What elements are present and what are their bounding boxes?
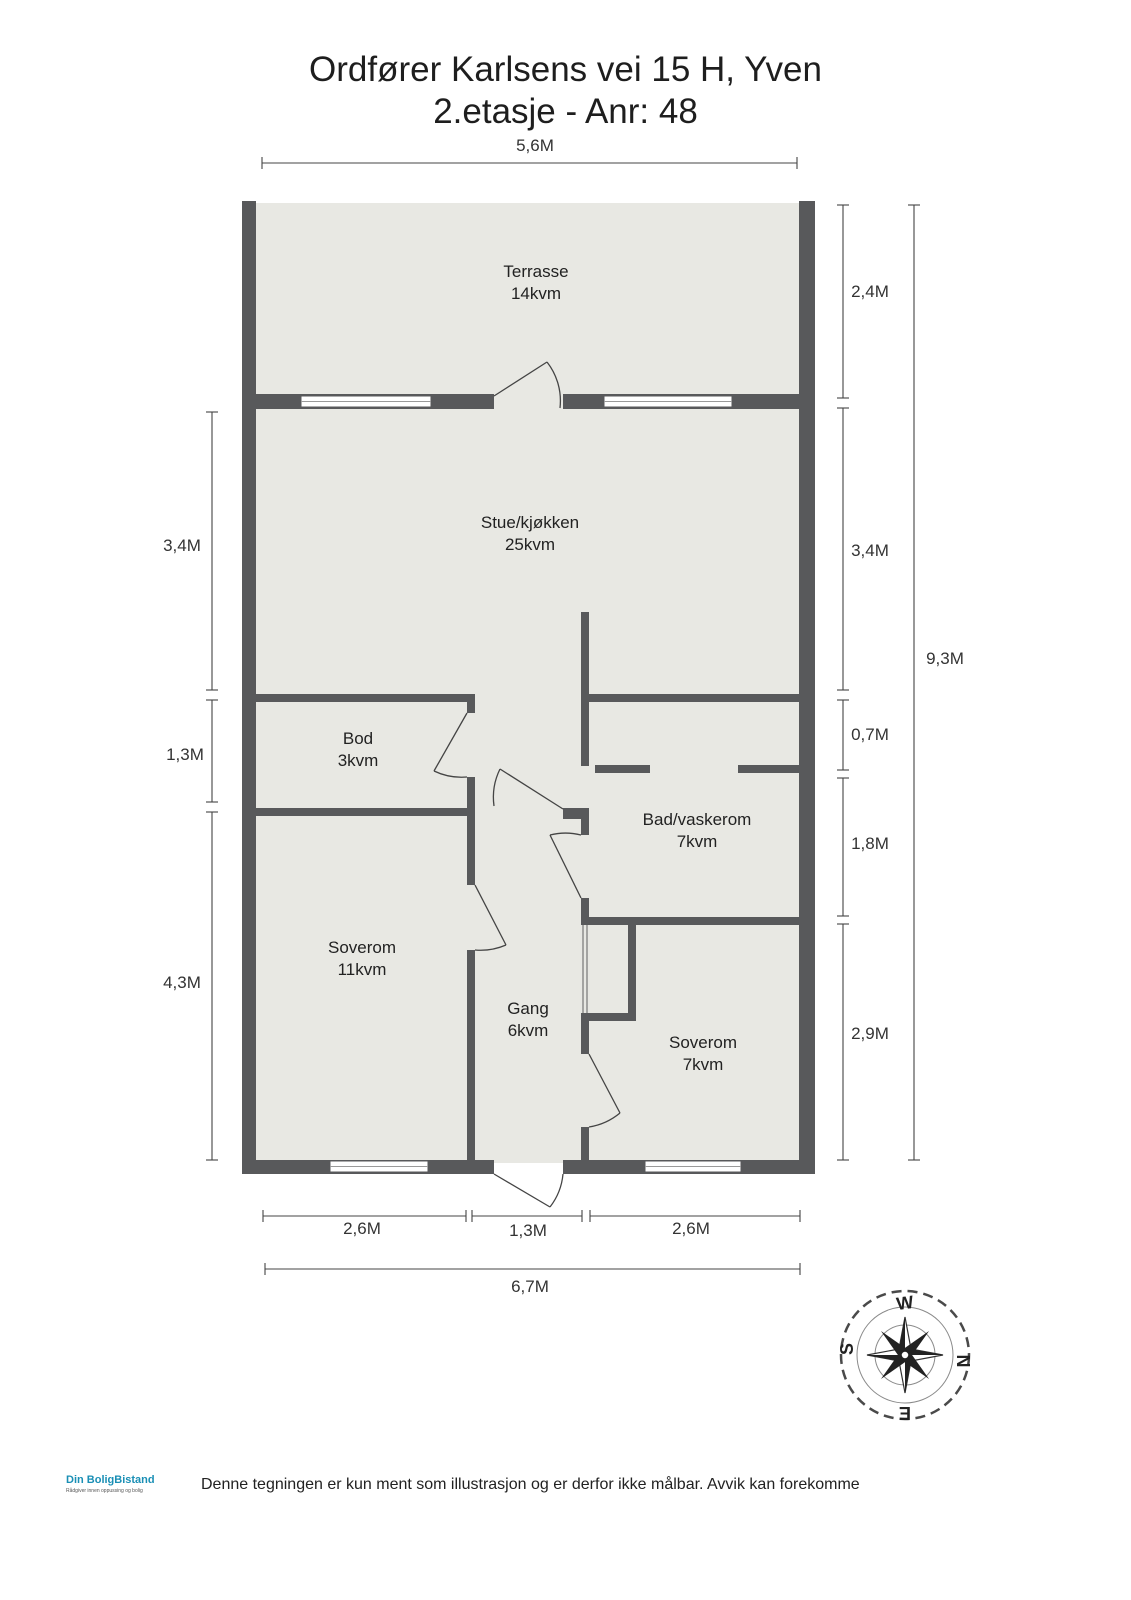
dim-bottom-middle: 1,3M	[509, 1221, 547, 1240]
dim-bottom-left: 2,6M	[343, 1219, 381, 1238]
door-bedroom-left	[474, 884, 507, 951]
room-area-gang: 6kvm	[508, 1021, 549, 1040]
compass-w: W	[895, 1292, 915, 1314]
door-entrance	[493, 1173, 564, 1208]
room-area-soverom1: 11kvm	[338, 960, 387, 979]
door-living-hall	[492, 768, 564, 810]
interior-walls	[250, 612, 800, 1162]
dim-left-bedroom: 4,3M	[163, 973, 201, 992]
dim-right-living: 3,4M	[851, 541, 889, 560]
room-area-terrasse: 14kvm	[511, 284, 561, 303]
dim-top-width: 5,6M	[516, 136, 554, 155]
compass-n: N	[953, 1355, 973, 1368]
dim-left-bod: 1,3M	[166, 745, 204, 764]
room-area-soverom2: 7kvm	[683, 1055, 724, 1074]
door-bedroom-right	[588, 1053, 621, 1128]
terrace-wall	[242, 394, 815, 409]
logo-tagline: Rådgiver innen oppussing og bolig	[66, 1488, 143, 1494]
dim-bottom-total: 6,7M	[511, 1277, 549, 1296]
room-name-bad: Bad/vaskerom	[643, 810, 752, 829]
room-name-stue: Stue/kjøkken	[481, 513, 579, 532]
logo-name: Din BoligBistand	[66, 1474, 155, 1486]
dim-left-living: 3,4M	[163, 536, 201, 555]
dim-right-bath-top: 0,7M	[851, 725, 889, 744]
dim-right-total: 9,3M	[926, 649, 964, 668]
door-terrace	[493, 361, 562, 409]
door-bathroom	[549, 832, 582, 899]
page-title: Ordfører Karlsens vei 15 H, Yven	[309, 50, 822, 89]
wardrobe-sliding-doors	[582, 925, 588, 1013]
company-logo: Din BoligBistand Rådgiver innen oppussin…	[66, 1474, 162, 1500]
dim-right-terrace: 2,4M	[851, 282, 889, 301]
room-area-bod: 3kvm	[338, 751, 379, 770]
floor-area	[250, 203, 800, 1163]
compass-e: E	[899, 1403, 911, 1423]
room-name-terrasse: Terrasse	[503, 262, 568, 281]
room-name-soverom2: Soverom	[669, 1033, 737, 1052]
dim-right-bedroom: 2,9M	[851, 1024, 889, 1043]
dim-bottom-right: 2,6M	[672, 1219, 710, 1238]
page-subtitle: 2.etasje - Anr: 48	[433, 92, 698, 131]
room-name-bod: Bod	[343, 729, 373, 748]
room-name-gang: Gang	[507, 999, 549, 1018]
dim-right-bath: 1,8M	[851, 834, 889, 853]
disclaimer-text: Denne tegningen er kun ment som illustra…	[201, 1476, 860, 1493]
dimension-labels: 5,6M 3,4M 1,3M 4,3M 2,4M 3,4M 0,7M 1,8M …	[163, 136, 964, 1296]
compass-rose-icon: W N E S	[837, 1289, 973, 1423]
room-name-soverom1: Soverom	[328, 938, 396, 957]
bottom-windows	[329, 1160, 742, 1173]
room-area-stue: 25kvm	[505, 535, 555, 554]
room-labels: Terrasse 14kvm Stue/kjøkken 25kvm Bod 3k…	[328, 262, 751, 1074]
room-area-bad: 7kvm	[677, 832, 718, 851]
dimension-lines	[206, 157, 920, 1275]
doors	[433, 361, 621, 1208]
compass-s: S	[837, 1343, 857, 1355]
door-bod	[433, 712, 468, 778]
